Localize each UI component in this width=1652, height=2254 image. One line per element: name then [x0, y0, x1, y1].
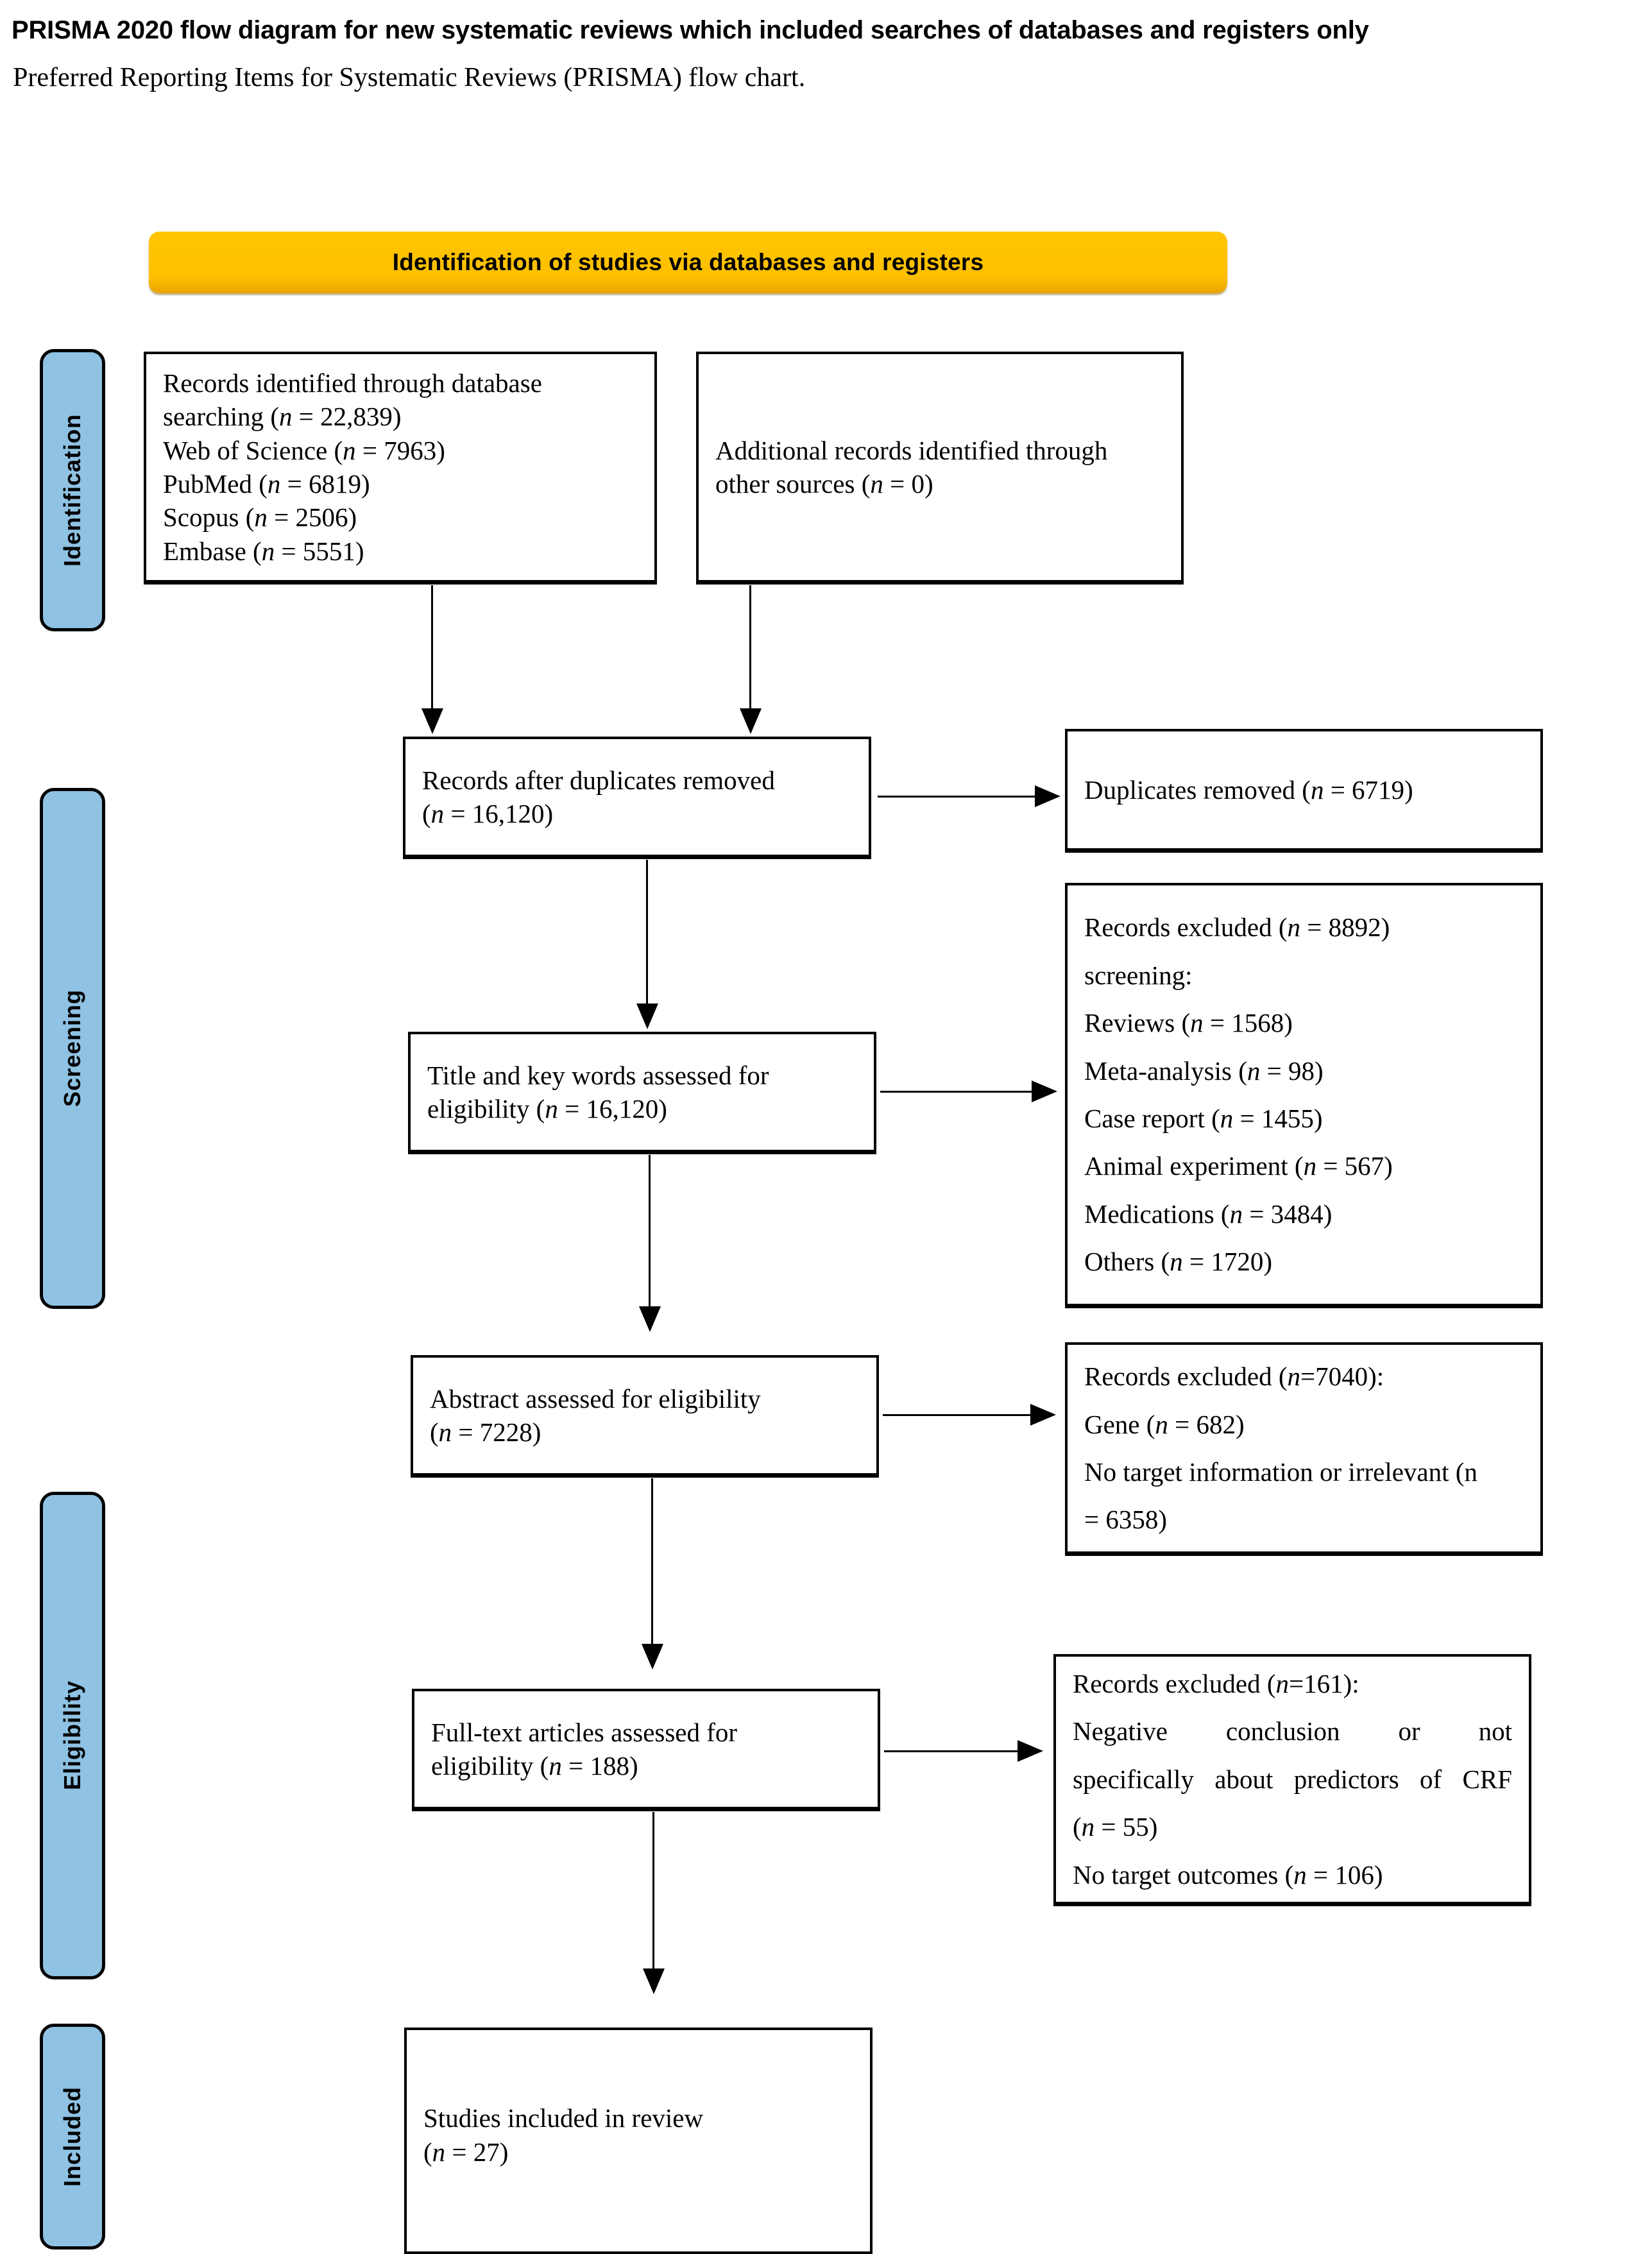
box-line: Web of Science (n = 7963): [163, 435, 445, 465]
box-line: Others (n = 1720): [1084, 1247, 1272, 1277]
connector-arrow-fulltext-to-excluded: [1018, 1740, 1043, 1762]
connector-arrow-abstract-to-fulltext: [642, 1644, 663, 1669]
box-studies-included: Studies included in review (n = 27): [404, 2028, 873, 2254]
connector-line-abstract-to-excluded: [883, 1414, 1032, 1416]
connector-line-dupes-out: [878, 796, 1038, 798]
box-line: Full-text articles assessed for: [431, 1717, 738, 1747]
box-database-records: Records identified through database sear…: [144, 352, 657, 583]
box-records-excluded-abstract: Records excluded (n=7040): Gene (n = 682…: [1065, 1342, 1543, 1554]
box-line: (n = 27): [423, 2137, 509, 2167]
box-line: Studies included in review: [423, 2103, 704, 2133]
stage-rail-eligibility: Eligibility: [40, 1492, 105, 1979]
connector-arrow-abstract-to-excluded: [1030, 1404, 1056, 1426]
box-line: Records identified through database: [163, 368, 542, 398]
box-line: Additional records identified through: [715, 435, 1108, 465]
connector-line-title-to-abstract: [649, 1155, 651, 1309]
connector-line-abstract-to-fulltext: [651, 1478, 653, 1646]
box-line: Duplicates removed (n = 6719): [1084, 774, 1413, 805]
box-line: screening:: [1084, 960, 1193, 990]
stage-rail-included-label: Included: [59, 2086, 85, 2187]
box-line: Reviews (n = 1568): [1084, 1008, 1293, 1038]
box-line: eligibility (n = 188): [431, 1751, 638, 1780]
box-records-excluded-fulltext: Records excluded (n=161): Negative concl…: [1053, 1654, 1531, 1904]
box-records-after-duplicates: Records after duplicates removed (n = 16…: [403, 737, 871, 857]
box-line: other sources (n = 0): [715, 469, 933, 499]
box-line: (n = 7228): [430, 1417, 541, 1447]
box-abstract-assessed: Abstract assessed for eligibility (n = 7…: [411, 1355, 879, 1476]
connector-line-fulltext-to-excluded: [884, 1750, 1019, 1752]
stage-rail-screening-label: Screening: [59, 989, 85, 1107]
connector-arrow-title-to-abstract: [639, 1306, 661, 1332]
identification-banner: Identification of studies via databases …: [149, 232, 1227, 293]
page-subtitle: Preferred Reporting Items for Systematic…: [13, 63, 806, 92]
box-line: Records after duplicates removed: [422, 765, 775, 795]
connector-line-title-to-excluded: [880, 1091, 1033, 1093]
connector-line-db-to-dupes: [431, 585, 433, 711]
box-line: Title and key words assessed for: [427, 1060, 769, 1090]
box-duplicates-removed: Duplicates removed (n = 6719): [1065, 729, 1543, 851]
box-line: searching (n = 22,839): [163, 402, 402, 432]
box-line: Gene (n = 682): [1084, 1409, 1245, 1439]
connector-arrow-title-to-excluded: [1032, 1080, 1057, 1102]
stage-rail-identification-label: Identification: [59, 414, 85, 567]
connector-arrow-db-to-dupes: [422, 708, 443, 734]
box-line: Negative conclusion or not: [1073, 1716, 1512, 1746]
connector-line-dupes-to-title: [646, 860, 648, 1006]
box-other-source-records: Additional records identified through ot…: [696, 352, 1184, 583]
identification-banner-label: Identification of studies via databases …: [392, 249, 984, 275]
box-line: Medications (n = 3484): [1084, 1199, 1333, 1229]
box-line: No target outcomes (n = 106): [1073, 1859, 1383, 1890]
stage-rail-identification: Identification: [40, 349, 105, 631]
box-line: Records excluded (n=161):: [1073, 1668, 1359, 1698]
box-line: (n = 16,120): [422, 799, 554, 828]
box-fulltext-assessed: Full-text articles assessed for eligibil…: [412, 1689, 880, 1809]
box-records-excluded-screening: Records excluded (n = 8892) screening: R…: [1065, 883, 1543, 1306]
box-line: Case report (n = 1455): [1084, 1104, 1323, 1133]
connector-line-fulltext-to-included: [652, 1812, 654, 1971]
box-line: eligibility (n = 16,120): [427, 1094, 667, 1123]
box-line: PubMed (n = 6819): [163, 469, 370, 499]
box-line: Records excluded (n=7040):: [1084, 1362, 1384, 1392]
box-line: Meta-analysis (n = 98): [1084, 1055, 1324, 1086]
connector-arrow-dupes-out: [1035, 785, 1060, 807]
box-line: Embase (n = 5551): [163, 536, 364, 566]
stage-rail-screening: Screening: [40, 788, 105, 1309]
box-line: Records excluded (n = 8892): [1084, 912, 1390, 943]
stage-rail-included: Included: [40, 2024, 105, 2250]
page-title: PRISMA 2020 flow diagram for new systema…: [12, 16, 1369, 44]
box-line: Animal experiment (n = 567): [1084, 1151, 1393, 1181]
connector-arrow-other-to-dupes: [740, 708, 762, 734]
box-line: No target information or irrelevant (n: [1084, 1457, 1477, 1487]
connector-arrow-dupes-to-title: [636, 1003, 658, 1029]
box-line: specifically about predictors of CRF: [1073, 1764, 1512, 1794]
stage-rail-eligibility-label: Eligibility: [59, 1680, 85, 1791]
box-line: = 6358): [1084, 1505, 1168, 1535]
box-line: (n = 55): [1073, 1812, 1158, 1842]
connector-arrow-fulltext-to-included: [643, 1968, 665, 1994]
box-line: Abstract assessed for eligibility: [430, 1383, 761, 1413]
box-title-keywords-assessed: Title and key words assessed for eligibi…: [408, 1032, 876, 1152]
box-line: Scopus (n = 2506): [163, 502, 357, 533]
connector-line-other-to-dupes: [749, 585, 751, 711]
